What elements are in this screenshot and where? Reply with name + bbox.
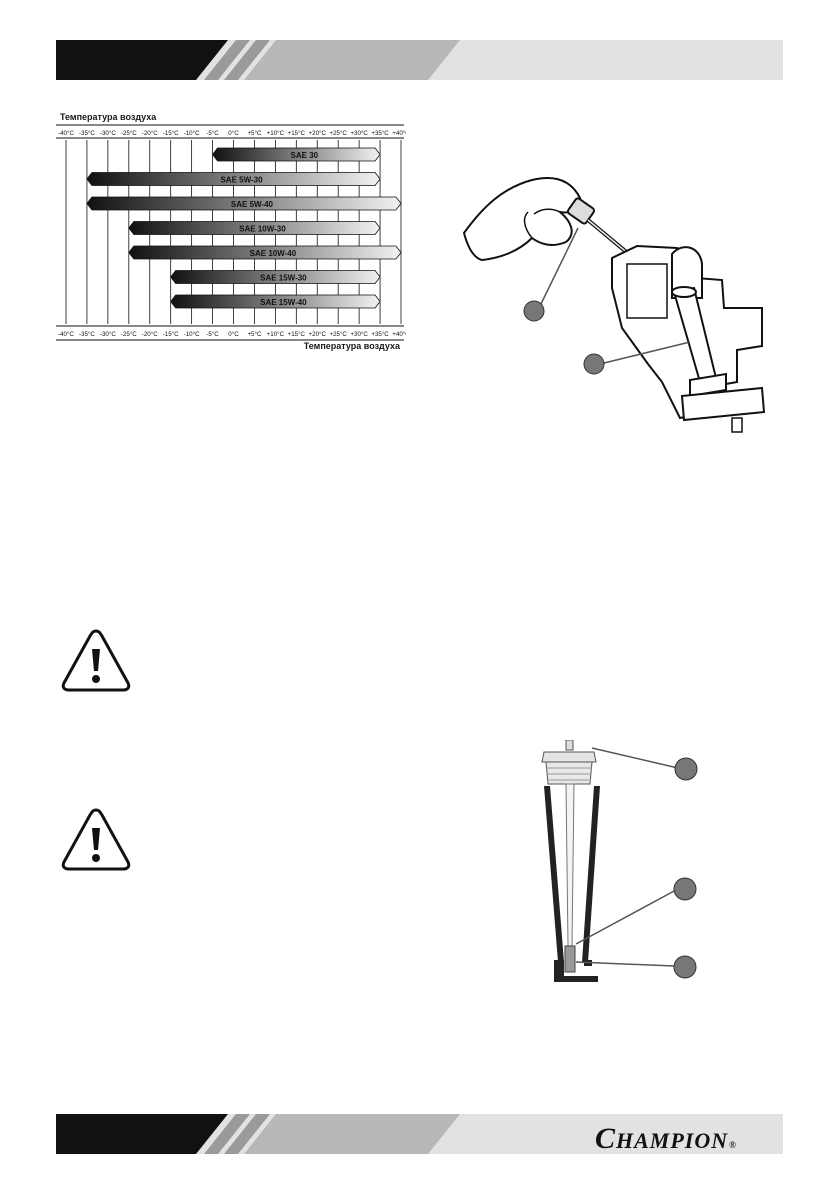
chart-title: Температура воздуха <box>60 112 157 122</box>
tick-label: -10°C <box>184 130 200 137</box>
tick-label: +5°C <box>247 130 262 137</box>
tick-label: -25°C <box>121 331 137 338</box>
tick-label: +25°C <box>329 331 347 338</box>
tick-label: 0°C <box>228 331 239 338</box>
tick-label: -35°C <box>79 331 95 338</box>
bar-label: SAE 15W-30 <box>260 274 307 283</box>
header-band <box>56 40 783 80</box>
tick-label: -35°C <box>79 130 95 137</box>
warning-triangle-icon <box>61 629 131 692</box>
tick-label: -5°C <box>206 331 219 338</box>
range-bar <box>128 245 402 260</box>
registered-mark: ® <box>729 1140 736 1150</box>
footer-band <box>56 1114 783 1154</box>
tick-label: +10°C <box>267 130 285 137</box>
tick-label: +15°C <box>288 130 306 137</box>
tick-label: +40°C <box>392 331 406 338</box>
tick-label: +20°C <box>309 331 327 338</box>
tick-label: +5°C <box>247 331 262 338</box>
tick-label: +35°C <box>371 331 389 338</box>
tick-label: -40°C <box>58 331 74 338</box>
chart-canvas: -40°C -35°C -30°C -25°C -20°C -15°C -10°C -5°C 0… <box>56 124 406 341</box>
tick-label: -40°C <box>58 130 74 137</box>
tick-label: -30°C <box>100 130 116 137</box>
tick-label: +30°C <box>350 331 368 338</box>
callout-marker-2 <box>583 353 605 375</box>
logo-initial: C <box>595 1122 617 1155</box>
tick-label: +40°C <box>392 130 406 137</box>
dipstick-cross-section-figure <box>541 740 698 982</box>
tick-label: +30°C <box>350 130 368 137</box>
tick-label: -15°C <box>163 130 179 137</box>
range-bar <box>212 147 381 162</box>
tick-label: -25°C <box>121 130 137 137</box>
champion-logo: C HAMPION ® <box>595 1122 736 1155</box>
bar-label: SAE 5W-30 <box>220 176 263 185</box>
tick-label: +10°C <box>267 331 285 338</box>
range-bar <box>170 294 381 309</box>
tick-label: -20°C <box>142 331 158 338</box>
tick-label: +25°C <box>329 130 347 137</box>
callout-marker-2 <box>673 877 697 901</box>
range-bar <box>86 196 402 211</box>
callout-marker-3 <box>673 955 697 979</box>
bar-label: SAE 10W-40 <box>250 249 297 258</box>
callout-marker-1 <box>674 757 698 781</box>
tick-label: -30°C <box>100 331 116 338</box>
range-bar <box>128 221 381 235</box>
bar-label: SAE 10W-30 <box>239 225 286 234</box>
callout-marker-1 <box>523 300 545 322</box>
bar-label: SAE 15W-40 <box>260 298 307 307</box>
logo-text: HAMPION <box>616 1128 729 1153</box>
tick-label: -5°C <box>206 130 219 137</box>
tick-label: -10°C <box>184 331 200 338</box>
warning-triangle-icon <box>61 808 131 871</box>
oil-viscosity-chart: -40°C -35°C -30°C -25°C -20°C -15°C -10°C -5°C 0… <box>56 110 406 355</box>
tick-label: -15°C <box>163 331 179 338</box>
tick-label: +20°C <box>309 130 327 137</box>
tick-label: +15°C <box>288 331 306 338</box>
range-bar <box>170 270 381 284</box>
dipstick-removal-figure <box>462 177 766 433</box>
range-bar <box>86 172 381 186</box>
bar-label: SAE 30 <box>291 151 319 160</box>
bar-label: SAE 5W-40 <box>231 200 274 209</box>
tick-label: 0°C <box>228 130 239 137</box>
tick-label: +35°C <box>371 130 389 137</box>
chart-axis-label: Температура воздуха <box>303 341 400 351</box>
tick-label: -20°C <box>142 130 158 137</box>
